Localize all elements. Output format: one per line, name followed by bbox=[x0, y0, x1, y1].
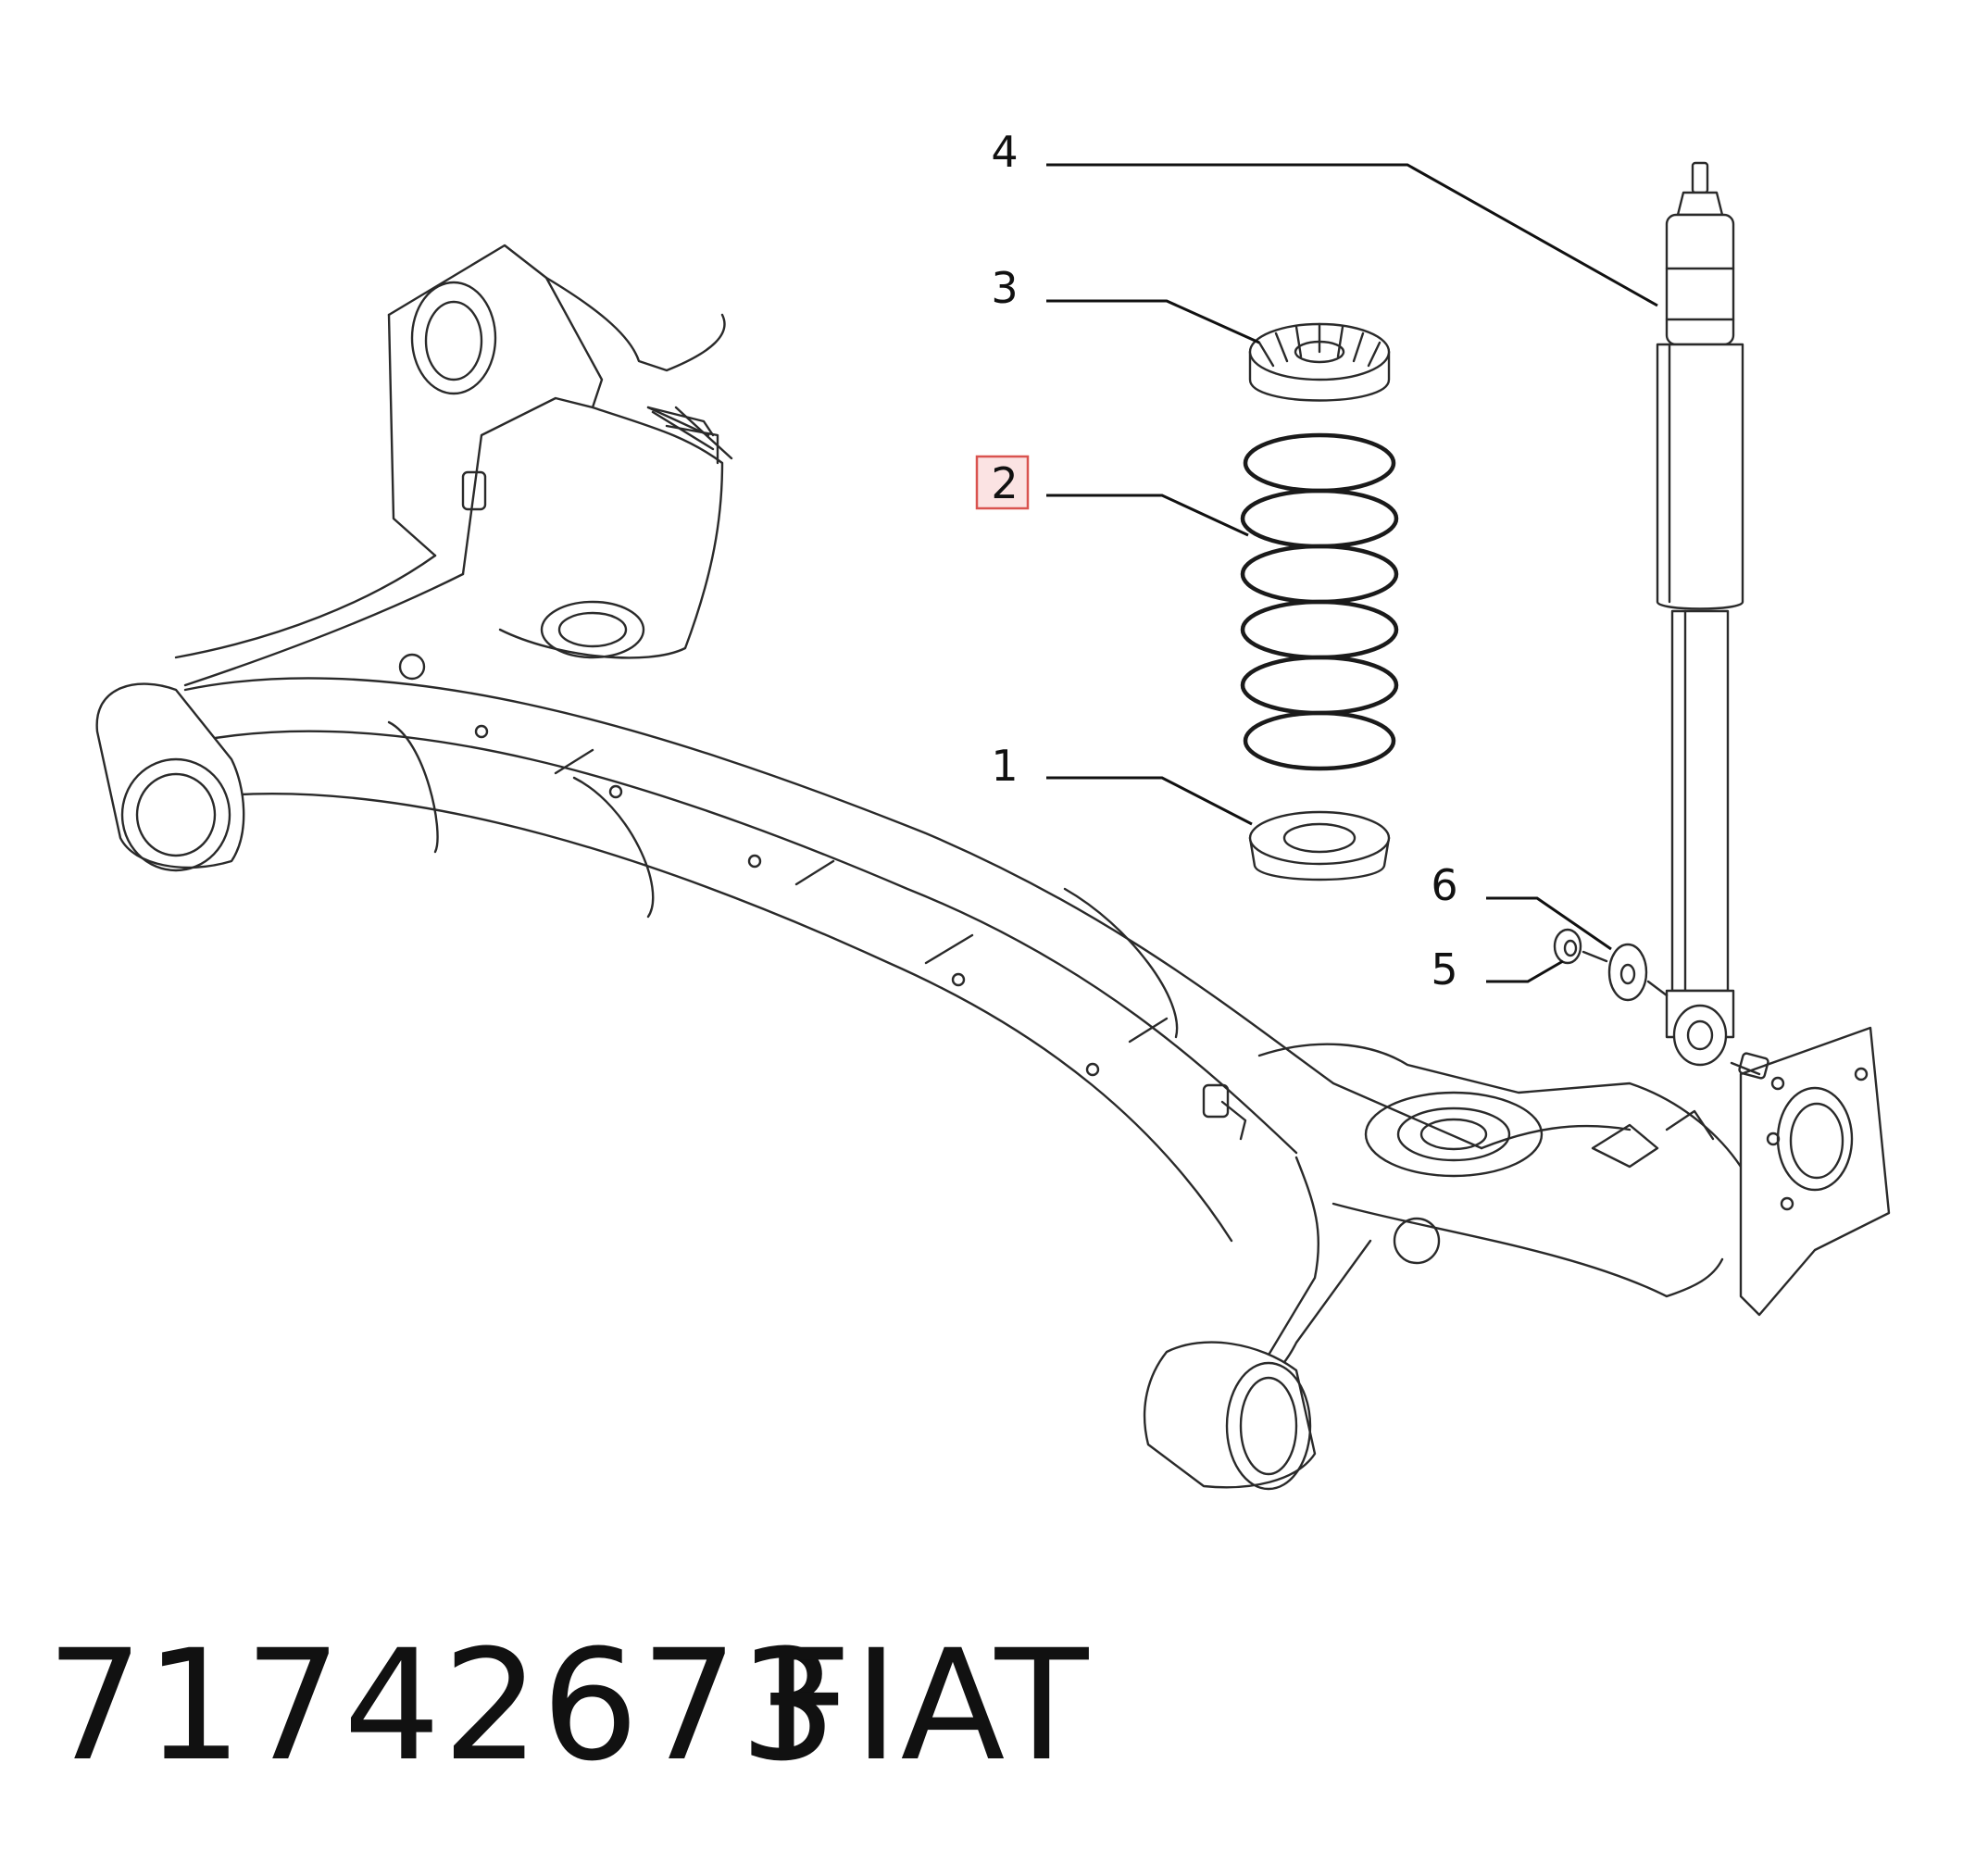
right-trailing-arm bbox=[1143, 1026, 1891, 1491]
callout-6[interactable]: 6 bbox=[1431, 860, 1457, 910]
bushing-nut bbox=[1553, 928, 1582, 965]
bushing-washer bbox=[1607, 943, 1648, 1002]
callout-4[interactable]: 4 bbox=[991, 127, 1018, 177]
brand-name: FIAT bbox=[764, 1617, 1091, 1794]
upper-spring-seat bbox=[1248, 322, 1391, 402]
callout-2[interactable]: 2 bbox=[991, 458, 1018, 508]
callout-3[interactable]: 3 bbox=[991, 263, 1018, 313]
part-number: 71742673 bbox=[46, 1617, 839, 1794]
callout-5[interactable]: 5 bbox=[1431, 944, 1457, 994]
rear-axle-beam bbox=[183, 677, 1483, 1243]
shock-absorber bbox=[1656, 161, 1744, 1067]
left-trailing-arm bbox=[95, 244, 733, 872]
coil-spring bbox=[1240, 432, 1399, 771]
leader-lines bbox=[1046, 163, 1658, 983]
callout-2-highlight-box bbox=[975, 455, 1030, 510]
callout-1[interactable]: 1 bbox=[991, 741, 1018, 791]
bushing-axis-line bbox=[1582, 950, 1669, 997]
callout-labels: 4 3 2 1 6 5 bbox=[975, 127, 1458, 994]
lower-spring-seat bbox=[1248, 810, 1391, 881]
